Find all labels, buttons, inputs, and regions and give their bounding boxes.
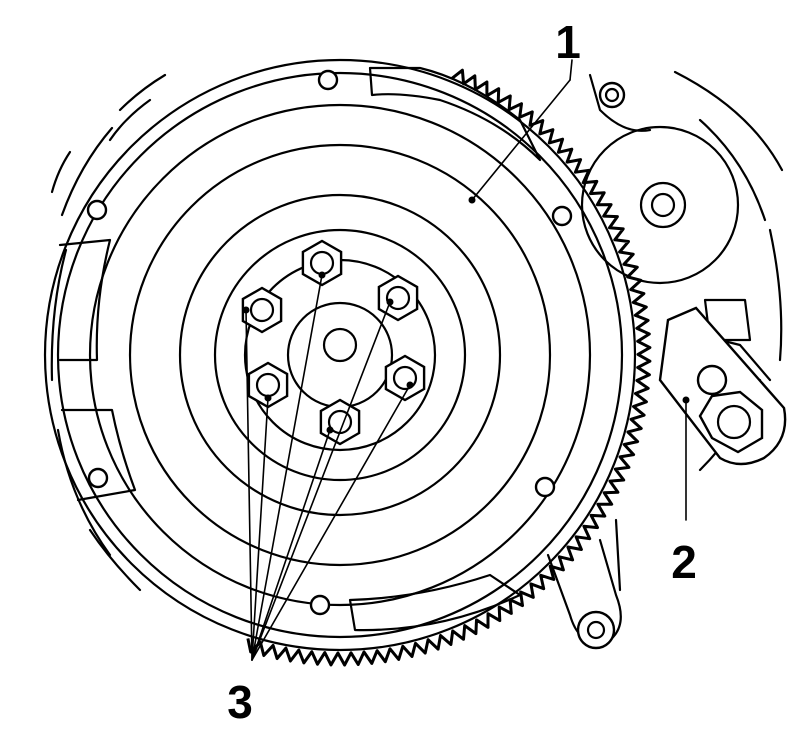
leader-lines	[242, 59, 690, 661]
bolt-3-washer	[249, 297, 275, 323]
ring-gear	[246, 68, 652, 667]
bolt-5	[384, 354, 426, 402]
callout-2: 2	[671, 536, 697, 588]
bolt-5-washer	[392, 365, 418, 391]
leader-line-1	[471, 79, 571, 201]
flywheel-plate	[43, 58, 637, 652]
bolt-6	[319, 398, 361, 446]
bolt-2-washer	[385, 285, 411, 311]
bolt-3	[241, 286, 283, 334]
starter-bracket	[546, 73, 787, 650]
leader-line-3a	[245, 309, 253, 661]
callout-1: 1	[555, 16, 581, 68]
callout-3: 3	[227, 676, 253, 728]
bolt-2	[377, 274, 419, 322]
flywheel-bolts	[241, 239, 426, 446]
bolt-1	[301, 239, 343, 287]
